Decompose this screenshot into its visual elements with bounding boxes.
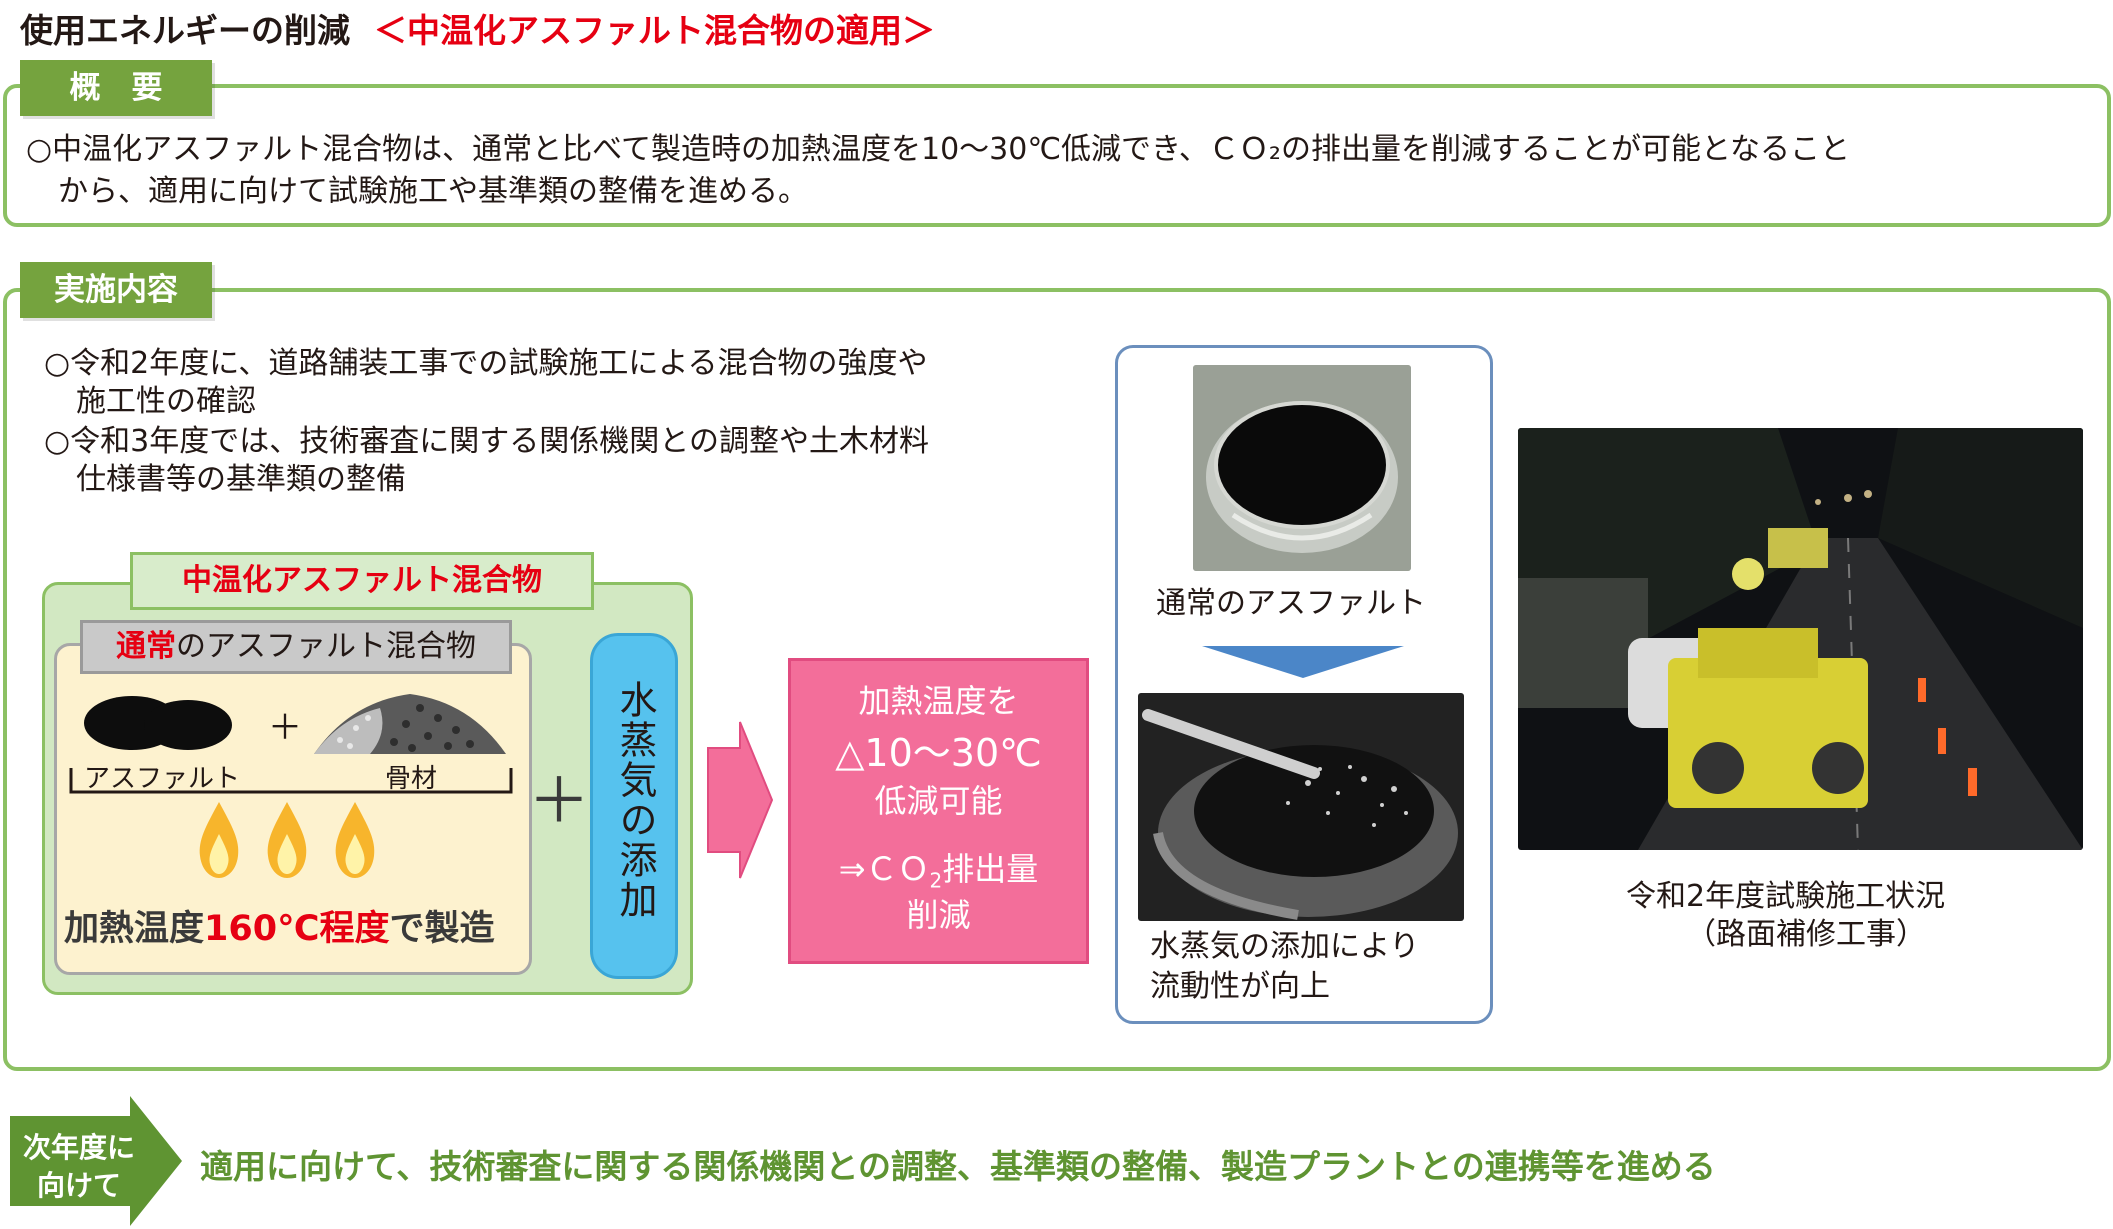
result-box [788, 658, 1089, 964]
normal-mix-box [54, 643, 532, 975]
aggregate-icon [314, 694, 506, 754]
result-line-5: 削減 [906, 896, 971, 934]
implementation-bullet-1: ○令和2年度に、道路舗装工事での試験施工による混合物の強度や [44, 346, 928, 381]
construction-site-photo [1518, 428, 2083, 850]
vapor-asphalt-photo [1138, 693, 1464, 921]
heat-suffix: で製造 [389, 909, 495, 949]
title-sub: ＜中温化アスファルト混合物の適用＞ [374, 11, 935, 50]
vapor-label: 水蒸気の添加 [613, 680, 657, 920]
normal-mix-tag: 通常のアスファルト混合物 [80, 620, 512, 674]
implementation-bullet-1-cont: 施工性の確認 [76, 384, 256, 419]
bracket [69, 768, 513, 794]
asphalt-label: アスファルト [84, 764, 241, 794]
aggregate-label: 骨材 [385, 764, 438, 794]
arrow-down-icon [1202, 646, 1404, 678]
implementation-tag: 実施内容 [20, 262, 212, 318]
implementation-bullet-2: ○令和3年度では、技術審査に関する関係機関との調整や土木材料 [44, 424, 929, 459]
overview-tag: 概 要 [20, 60, 212, 116]
vapor-caption-1: 水蒸気の添加により [1150, 929, 1420, 964]
next-year-label-2: 向けて [36, 1169, 121, 1202]
normal-asphalt-caption: 通常のアスファルト [1156, 586, 1426, 621]
next-year-text: 適用に向けて、技術審査に関する関係機関との調整、基準類の整備、製造プラントとの連… [200, 1147, 1716, 1186]
overview-line-2: から、適用に向けて試験施工や基準類の整備を進める。 [58, 174, 808, 209]
page-title: 使用エネルギーの削減 ＜中温化アスファルト混合物の適用＞ [20, 4, 935, 52]
result-line-1: 加熱温度を [858, 682, 1019, 720]
result-line-3: 低減可能 [874, 782, 1003, 820]
next-year-arrow-icon [10, 1096, 182, 1226]
warm-mix-title: 中温化アスファルト混合物 [130, 552, 594, 610]
vapor-caption-2: 流動性が向上 [1150, 969, 1330, 1004]
normal-asphalt-photo [1193, 365, 1411, 571]
result-line-4: ⇒ＣＯ2排出量 [788, 844, 1089, 892]
heat-value: 160℃程度 [204, 909, 390, 949]
title-main: 使用エネルギーの削減 [20, 11, 350, 50]
heat-prefix: 加熱温度 [64, 909, 205, 949]
result-co2-subscript: 2 [929, 868, 943, 893]
small-plus: ＋ [268, 708, 302, 748]
overview-line-1: ○中温化アスファルト混合物は、通常と比べて製造時の加熱温度を10～30℃低減でき… [26, 132, 1851, 167]
result-co2: ⇒ＣＯ [838, 850, 930, 888]
site-caption-2: （路面補修工事） [1686, 917, 1926, 952]
heat-temperature-text: 加熱温度160℃程度で製造 [64, 900, 494, 951]
flame-icon [335, 802, 375, 878]
flame-icon [199, 802, 239, 878]
normal-mix-prefix: 通常 [116, 629, 176, 664]
big-plus: ＋ [528, 764, 591, 837]
implementation-bullet-2-cont: 仕様書等の基準類の整備 [76, 462, 406, 497]
result-line-2: △10～30℃ [835, 731, 1042, 775]
flame-icon [267, 802, 307, 878]
vapor-box [590, 633, 678, 979]
result-emission: 排出量 [942, 850, 1039, 888]
next-year-label-1: 次年度に [22, 1131, 135, 1164]
asphalt-icon [84, 696, 232, 750]
overview-panel [3, 84, 2111, 227]
arrow-right-icon [707, 721, 774, 879]
normal-mix-suffix: のアスファルト混合物 [176, 629, 476, 664]
site-caption-1: 令和2年度試験施工状況 [1626, 879, 1946, 914]
